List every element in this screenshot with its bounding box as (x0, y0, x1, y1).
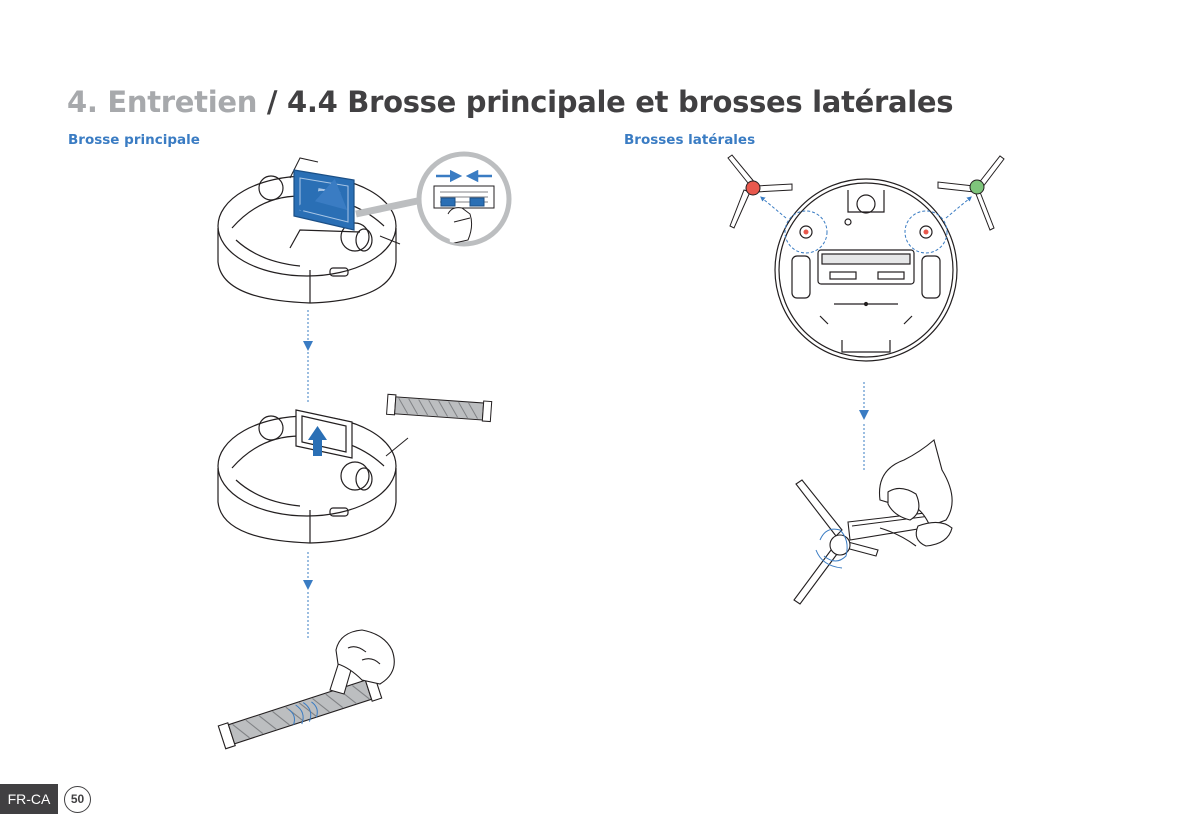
language-badge: FR-CA (0, 784, 58, 814)
main-brush-roller (387, 394, 492, 421)
robot-underside-illustration (775, 179, 957, 361)
right-brush-pointer (946, 198, 970, 218)
arrow-down-icon-right (859, 410, 869, 420)
arrow-down-icon-head (303, 341, 313, 351)
side-brush-red (728, 155, 792, 228)
robot-brush-removal-illustration (218, 410, 408, 543)
brush-cleaning-illustration (218, 675, 381, 749)
left-brush-pointer (762, 198, 786, 218)
zoom-inset-latch (419, 154, 509, 244)
page-number: 50 (64, 786, 91, 813)
side-brush-green (938, 156, 1004, 230)
arrow-down-icon-2 (303, 580, 313, 590)
